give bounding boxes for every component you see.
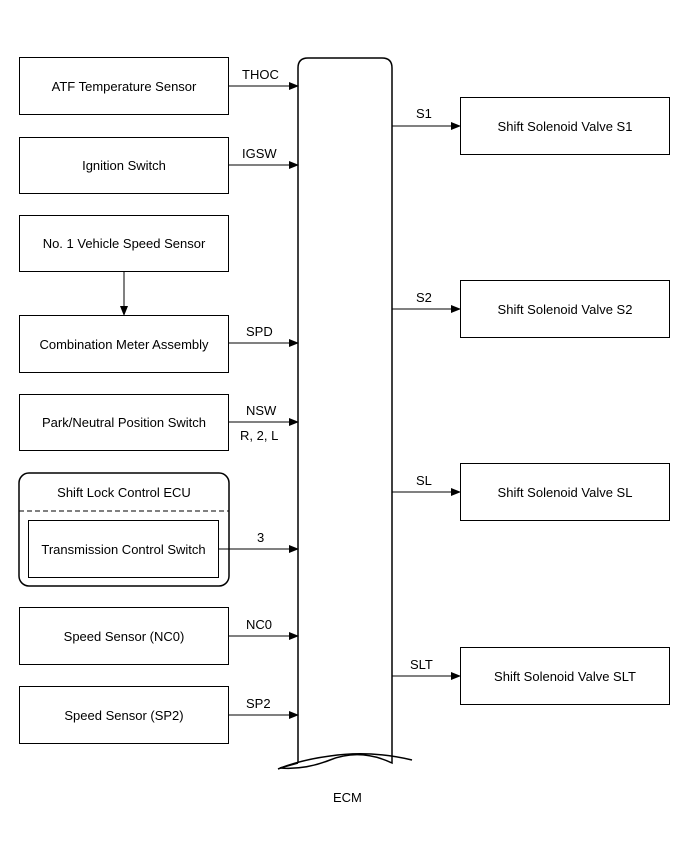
park-neutral-switch-box: Park/Neutral Position Switch (19, 394, 229, 451)
speed-sensor-sp2-box: Speed Sensor (SP2) (19, 686, 229, 744)
atf-temperature-sensor-box: ATF Temperature Sensor (19, 57, 229, 115)
signal-igsw: IGSW (242, 146, 277, 161)
signal-nsw-positions: R, 2, L (240, 428, 279, 443)
signal-slt: SLT (410, 657, 433, 672)
shift-lock-ecu-label: Shift Lock Control ECU (57, 485, 191, 500)
vehicle-speed-sensor-box: No. 1 Vehicle Speed Sensor (19, 215, 229, 272)
speed-sensor-nc0-box: Speed Sensor (NC0) (19, 607, 229, 665)
signal-tcs: 3 (257, 530, 265, 545)
ecm-break-line (277, 753, 413, 770)
signal-thoc: THOC (242, 67, 279, 82)
signal-sl: SL (416, 473, 432, 488)
signal-sp2: SP2 (246, 696, 271, 711)
shift-solenoid-valve-s1-box: Shift Solenoid Valve S1 (460, 97, 670, 155)
ignition-switch-box: Ignition Switch (19, 137, 229, 194)
ecm-label: ECM (333, 790, 362, 805)
ecm-block (279, 57, 393, 770)
signal-nsw: NSW (246, 403, 277, 418)
combination-meter-box: Combination Meter Assembly (19, 315, 229, 373)
shift-solenoid-valve-sl-box: Shift Solenoid Valve SL (460, 463, 670, 521)
signal-spd: SPD (246, 324, 273, 339)
transmission-control-switch-box: Transmission Control Switch (28, 520, 219, 578)
shift-solenoid-valve-s2-box: Shift Solenoid Valve S2 (460, 280, 670, 338)
signal-s1: S1 (416, 106, 432, 121)
shift-solenoid-valve-slt-box: Shift Solenoid Valve SLT (460, 647, 670, 705)
signal-s2: S2 (416, 290, 432, 305)
signal-nc0: NC0 (246, 617, 273, 632)
